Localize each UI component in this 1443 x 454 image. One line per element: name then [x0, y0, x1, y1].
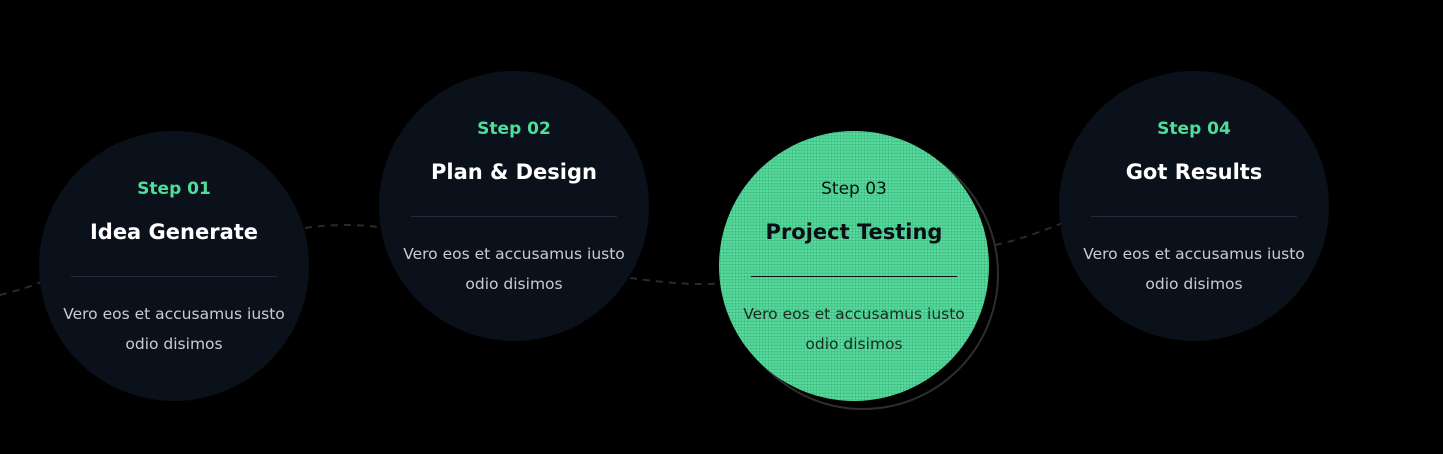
step-card-2: Step 02 Plan & Design Vero eos et accusa… — [379, 71, 649, 341]
step-title: Got Results — [1125, 160, 1263, 184]
step-divider — [411, 216, 617, 217]
step-title: Project Testing — [765, 220, 943, 244]
step-card-4: Step 04 Got Results Vero eos et accusamu… — [1059, 71, 1329, 341]
step-divider — [1091, 216, 1297, 217]
step-divider — [71, 276, 277, 277]
step-number: Step 04 — [1157, 119, 1231, 139]
step-number: Step 02 — [477, 119, 551, 139]
step-number: Step 01 — [137, 179, 211, 199]
step-card-1: Step 01 Idea Generate Vero eos et accusa… — [39, 131, 309, 401]
step-title: Idea Generate — [89, 220, 259, 244]
step-number: Step 03 — [821, 179, 887, 199]
step-description: Vero eos et accusamus iusto odio disimos — [63, 305, 285, 353]
step-title: Plan & Design — [430, 160, 597, 184]
step-description: Vero eos et accusamus iusto odio disimos — [743, 305, 965, 353]
step-card-3-active: Step 03 Project Testing Vero eos et accu… — [719, 131, 989, 401]
step-description: Vero eos et accusamus iusto odio disimos — [403, 245, 625, 293]
step-divider — [751, 276, 957, 277]
step-description: Vero eos et accusamus iusto odio disimos — [1083, 245, 1305, 293]
